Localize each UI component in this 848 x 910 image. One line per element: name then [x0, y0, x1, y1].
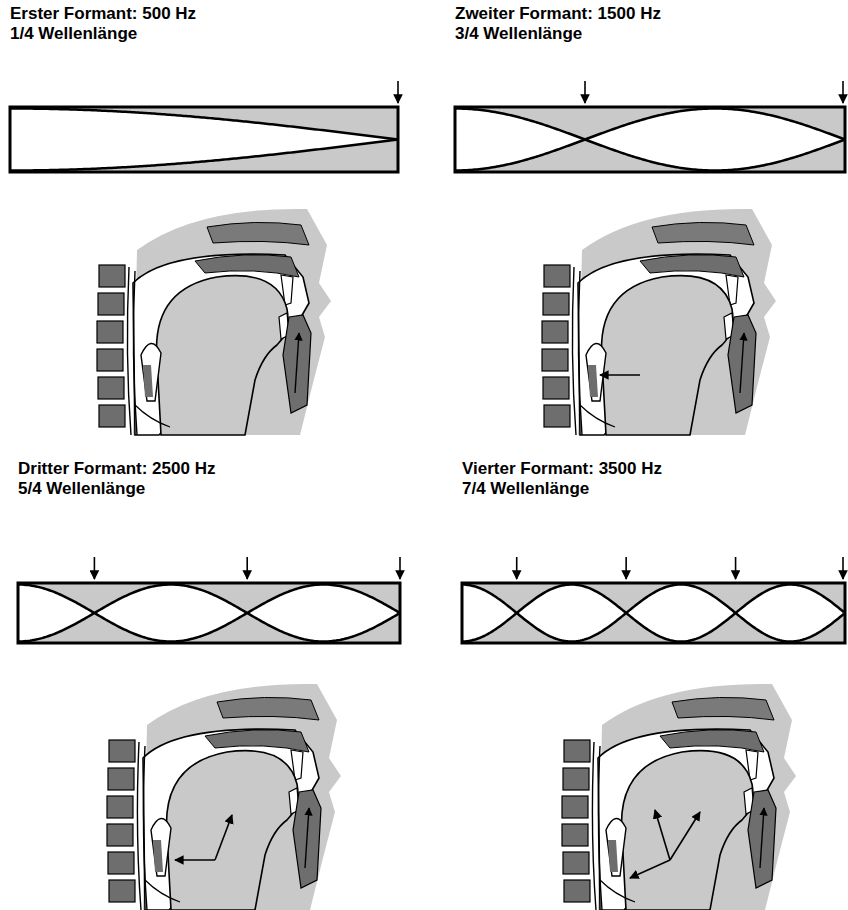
- formant-title: Zweiter Formant: 1500 Hz: [455, 4, 661, 24]
- wave-curve: [462, 585, 844, 642]
- tube-waves: [10, 81, 845, 643]
- vocal-tract: [562, 684, 796, 910]
- wave-curve: [455, 109, 845, 171]
- node-arrow: [842, 81, 844, 103]
- wave-area: [18, 585, 400, 642]
- wave-curve: [10, 109, 398, 140]
- node-arrow: [584, 81, 586, 103]
- wave-curve: [455, 109, 845, 171]
- wavelength-label: 3/4 Wellenlänge: [455, 24, 582, 44]
- wave-curve: [462, 585, 844, 642]
- wavelength-label: 7/4 Wellenlänge: [462, 479, 589, 499]
- wave-curve: [10, 140, 398, 171]
- formant-title: Vierter Formant: 3500 Hz: [462, 459, 662, 479]
- constriction-arrows: [175, 375, 700, 878]
- tube-outline: [18, 583, 400, 643]
- tube: [18, 583, 400, 643]
- tube-outline: [462, 583, 845, 643]
- wave-area: [455, 109, 845, 171]
- vocal-tract: [542, 209, 776, 435]
- node-arrow: [735, 557, 737, 579]
- node-arrow: [516, 557, 518, 579]
- tube: [10, 107, 398, 172]
- wave-area: [462, 585, 844, 642]
- tube-outline: [10, 107, 398, 172]
- node-arrow: [246, 557, 248, 579]
- node-arrow: [397, 81, 399, 103]
- node-arrow: [842, 557, 844, 579]
- vocal-tract: [97, 209, 331, 435]
- tube: [462, 583, 845, 643]
- node-arrow: [625, 557, 627, 579]
- formant-title: Dritter Formant: 2500 Hz: [18, 459, 215, 479]
- wave-curve: [18, 585, 400, 642]
- wave-curve: [18, 585, 400, 642]
- node-arrow: [94, 557, 96, 579]
- wavelength-label: 1/4 Wellenlänge: [10, 24, 137, 44]
- tube-outline: [455, 107, 845, 172]
- vocal-tract: [107, 684, 341, 910]
- tube: [455, 107, 845, 172]
- node-arrow: [399, 557, 401, 579]
- formant-title: Erster Formant: 500 Hz: [10, 4, 196, 24]
- wavelength-label: 5/4 Wellenlänge: [18, 479, 145, 499]
- wave-area: [10, 109, 398, 171]
